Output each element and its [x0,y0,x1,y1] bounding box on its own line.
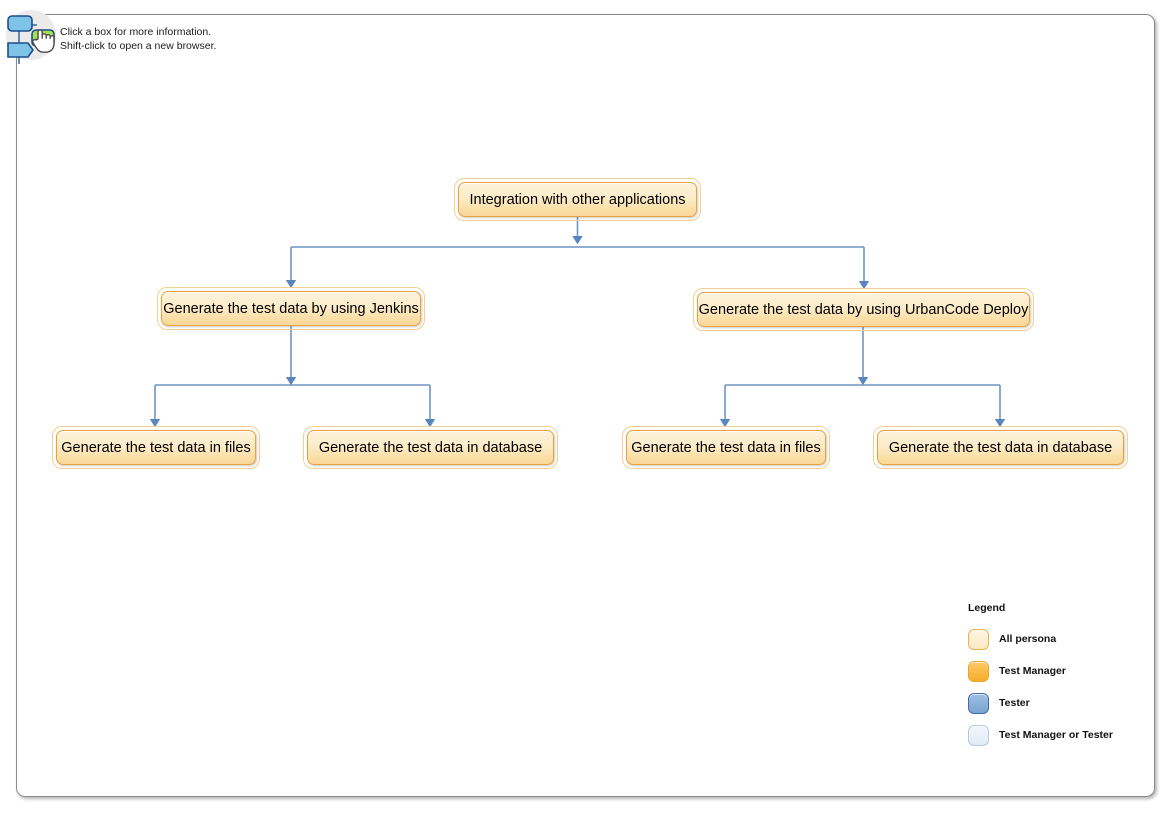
legend-item-test-manager: Test Manager [968,660,1148,682]
legend-label: All persona [999,633,1057,645]
legend-label: Test Manager or Tester [999,729,1113,741]
node-integration-with-other-applications[interactable]: Integration with other applications [458,182,697,217]
legend-swatch-test-manager-or-tester [968,724,989,746]
legend: Legend All persona Test Manager Tester T… [968,602,1148,756]
legend-item-test-manager-or-tester: Test Manager or Tester [968,724,1148,746]
node-urbancode-test-data-in-database[interactable]: Generate the test data in database [877,430,1124,465]
legend-item-all-persona: All persona [968,628,1148,650]
node-label: Integration with other applications [469,191,686,208]
node-label: Generate the test data in files [61,439,251,456]
legend-label: Tester [999,697,1030,709]
node-urbancode-test-data-in-files[interactable]: Generate the test data in files [626,430,826,465]
node-label: Generate the test data in files [631,439,821,456]
node-generate-test-data-urbancode-deploy[interactable]: Generate the test data by using UrbanCod… [697,292,1030,327]
node-label: Generate the test data by using Jenkins [163,300,419,317]
node-jenkins-test-data-in-database[interactable]: Generate the test data in database [307,430,554,465]
legend-label: Test Manager [999,665,1066,677]
node-generate-test-data-jenkins[interactable]: Generate the test data by using Jenkins [161,291,421,326]
legend-swatch-tester [968,692,989,714]
legend-swatch-test-manager [968,660,989,682]
node-label: Generate the test data in database [888,439,1113,456]
hint-line-1: Click a box for more information. [60,26,212,38]
hint-line-2: Shift-click to open a new browser. [60,40,217,52]
legend-swatch-all-persona [968,628,989,650]
hint-bar: Click a box for more information. Shift-… [0,6,320,64]
diagram-canvas-frame [16,14,1155,797]
legend-item-tester: Tester [968,692,1148,714]
node-jenkins-test-data-in-files[interactable]: Generate the test data in files [56,430,256,465]
legend-title: Legend [968,602,1006,614]
node-label: Generate the test data in database [318,439,543,456]
diagram-cursor-icon [2,9,60,64]
hint-text: Click a box for more information. Shift-… [60,25,216,53]
node-label: Generate the test data by using UrbanCod… [698,301,1029,318]
